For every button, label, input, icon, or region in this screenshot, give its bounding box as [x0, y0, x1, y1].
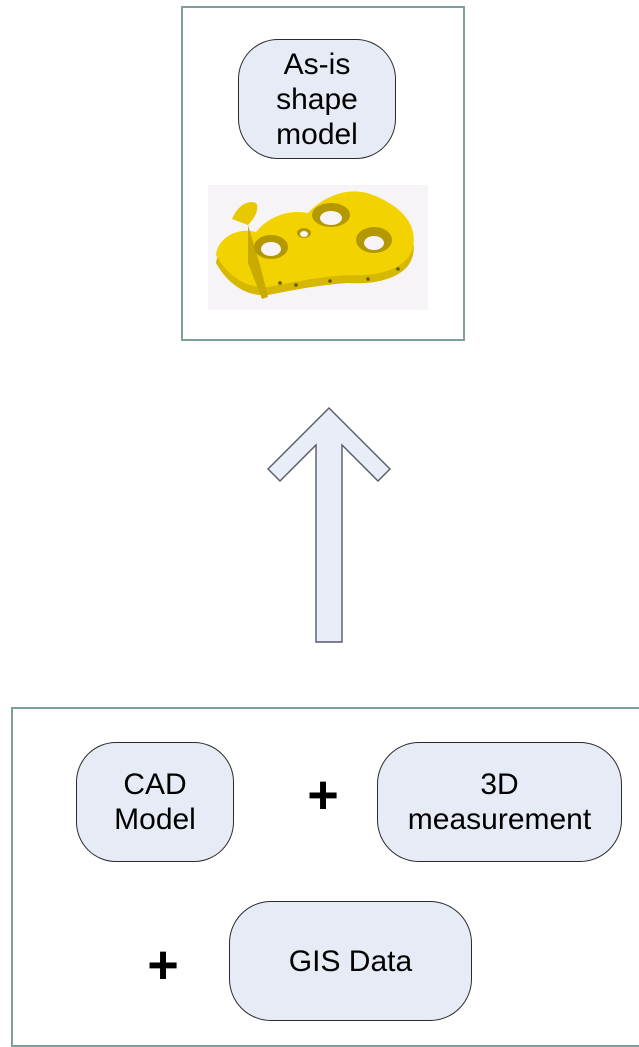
gis-data-label: GIS Data: [288, 944, 413, 978]
mechanical-part-image: [208, 185, 428, 310]
gis-data-box: GIS Data: [229, 901, 472, 1021]
up-arrow-icon: [267, 407, 391, 643]
3d-measurement-label: 3D measurement: [407, 768, 592, 836]
plus-sign: +: [147, 935, 179, 995]
plus-sign: +: [307, 765, 339, 825]
cad-model-label: CAD Model: [114, 768, 196, 836]
3d-measurement-box: 3D measurement: [377, 742, 622, 862]
as-is-shape-model-label: As-is shape model: [276, 47, 358, 151]
as-is-shape-model-box: As-is shape model: [238, 39, 396, 159]
cad-model-box: CAD Model: [76, 742, 234, 862]
